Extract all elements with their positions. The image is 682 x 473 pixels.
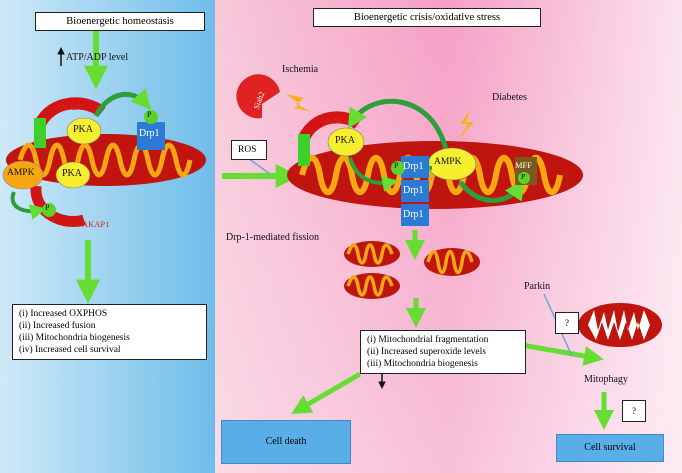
pka-to-drp1-right-arrow (348, 157, 399, 192)
phospho-drp1-left (144, 110, 158, 124)
phospho-akap-bottom (42, 203, 56, 217)
cell-death-box: Cell death (221, 420, 351, 464)
left-outcomes-box: (i) Increased OXPHOS (ii) Increased fusi… (12, 304, 207, 360)
fission-label: Drp-1-mediated fission (226, 232, 320, 243)
cell-death-arrow (291, 371, 362, 415)
mitophagy-label: Mitophagy (584, 374, 628, 385)
ampk-label-right: AMPK (434, 157, 462, 167)
drp1-right-1 (401, 156, 429, 178)
right-outcomes-box: (i) Mitochondrial fragmentation (ii) Inc… (360, 330, 526, 374)
right-outcome-1: (i) Mitochondrial fragmentation (367, 335, 489, 345)
left-panel-background (0, 0, 215, 473)
mitophagy-arrow (515, 341, 604, 366)
left-outcome-3: (iii) Mitochondria biogenesis (19, 333, 130, 343)
ampk-phospho-arrow (10, 191, 47, 220)
phospho-label-mff: P (521, 172, 526, 181)
akap1-membrane-right (298, 134, 310, 166)
cell-survival-box: Cell survival (556, 434, 664, 462)
drp1-label-left: Drp1 (139, 128, 160, 139)
left-outcome-4: (iv) Increased cell survival (19, 345, 121, 355)
ros-box: ROS (231, 140, 267, 160)
left-panel-header: Bioenergetic homeostasis (35, 12, 205, 31)
ischemia-label: Ischemia (282, 64, 319, 75)
right-outcome-2: (ii) Increased superoxide levels (367, 347, 486, 357)
question-box-top: ? (555, 312, 579, 334)
ischemia-lightning (286, 94, 312, 112)
left-mitochondrion-cristae (17, 142, 193, 178)
phospho-label-bottom: P (45, 203, 50, 212)
drp1-right-2 (401, 180, 429, 202)
pka-label-bottom: PKA (62, 168, 83, 179)
damaged-mitochondrion-interior (588, 310, 650, 340)
pka-label-top: PKA (73, 124, 94, 135)
drp1-left (137, 122, 165, 150)
fragmented-mitochondria (344, 241, 480, 299)
drp1-label-right-2: Drp1 (403, 185, 424, 196)
ampk-to-mff-arrow (458, 179, 525, 203)
pka-bottom (55, 161, 91, 189)
phospho-label-right: P (394, 161, 399, 170)
fragment-1-cristae (346, 243, 394, 265)
akap1-anchor-top (34, 97, 106, 128)
left-outcome-2: (ii) Increased fusion (19, 321, 96, 331)
drp1-label-right-1: Drp1 (403, 161, 424, 172)
question-box-bottom: ? (622, 400, 646, 422)
phospho-mff (518, 172, 530, 184)
akap1-label-right: AKAP1 (320, 115, 348, 125)
drp1-right-3 (401, 204, 429, 226)
parkin-label: Parkin (524, 281, 551, 292)
drp1-label-right-3: Drp1 (403, 209, 424, 220)
pka-right (327, 127, 365, 157)
diabetes-label: Diabetes (492, 92, 527, 103)
left-outcome-1: (i) Increased OXPHOS (19, 309, 108, 319)
mff-label: MFF (515, 160, 533, 170)
ampk-left (2, 160, 44, 190)
fragment-2-cristae (426, 249, 474, 275)
right-panel-header: Bioenergetic crisis/oxidative stress (313, 8, 541, 27)
right-outcome-3: (iii) Mitochondria biogenesis (367, 359, 478, 369)
akap1-label-top: AKAP1 (56, 102, 84, 112)
ros-connector (247, 157, 271, 175)
akap1-label-bottom: AKAP1 (82, 219, 110, 229)
ampk-label-left: AMPK (7, 168, 35, 178)
ampk-to-pka-arrow (347, 98, 449, 151)
diabetes-lightning (458, 110, 474, 140)
akap1-membrane-top (34, 118, 46, 148)
pka-label-right: PKA (335, 135, 356, 146)
pka-to-drp1-arrow (93, 88, 152, 118)
atp-label: ATP/ADP level (66, 52, 129, 63)
pka-top (66, 117, 102, 145)
fragment-3-cristae (346, 275, 394, 297)
siah2-shape (236, 74, 280, 119)
phospho-label-left: P (147, 110, 152, 119)
phospho-drp1-right (391, 161, 405, 175)
